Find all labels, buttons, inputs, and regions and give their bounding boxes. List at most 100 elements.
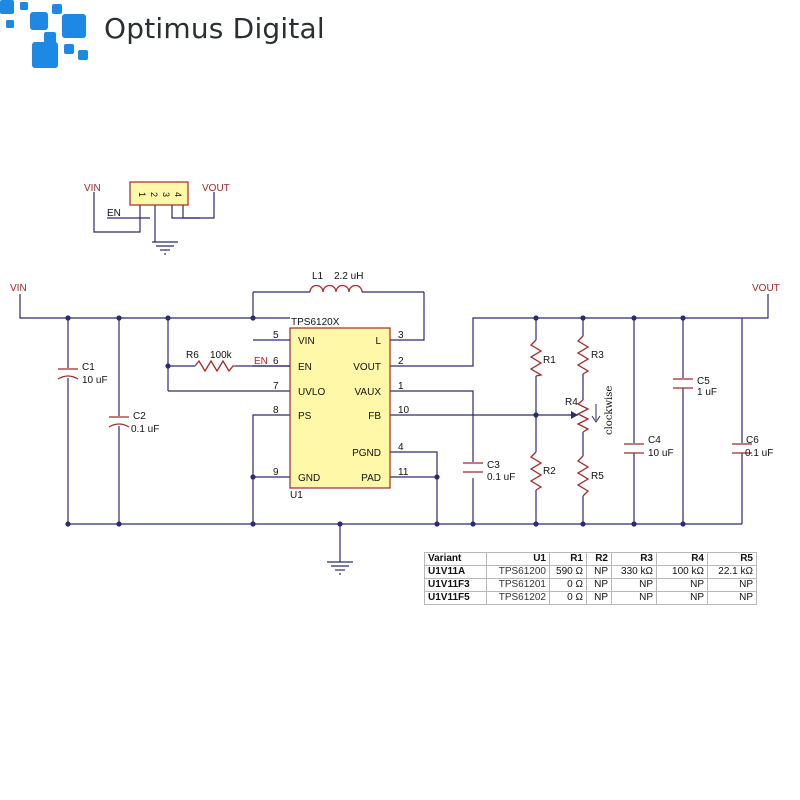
r5-ref: R5 (591, 471, 604, 482)
table-cell: 0 Ω (549, 591, 587, 605)
table-header: R5 (707, 552, 757, 566)
connector-pin-3: 3 (161, 192, 171, 197)
resistor-r4-symbol (576, 399, 590, 433)
capacitor-c6-symbol (732, 443, 752, 454)
brand-name: Optimus Digital (104, 12, 325, 45)
table-header: R1 (549, 552, 587, 566)
c2-value: 0.1 uF (131, 424, 159, 435)
ic-name-label: TPS6120X (291, 317, 340, 328)
table-row: U1V11A TPS61200 590 Ω NP 330 kΩ 100 kΩ 2… (424, 565, 757, 579)
ic-pin-4-name: PGND (352, 448, 381, 459)
table-cell: 330 kΩ (611, 565, 657, 579)
table-row: U1V11F5 TPS61202 0 Ω NP NP NP NP (424, 591, 757, 605)
ic-pin-11-name: PAD (361, 473, 381, 484)
table-cell: U1V11F3 (424, 578, 487, 592)
c2-ref: C2 (133, 411, 146, 422)
connector-vout-label: VOUT (202, 183, 230, 194)
ground-icon (152, 241, 353, 575)
ic-pin-8-name: PS (298, 411, 312, 422)
table-cell: NP (586, 591, 612, 605)
ic-pin-1-name: VAUX (355, 387, 382, 398)
ic-pin-2-num: 2 (398, 356, 404, 367)
capacitor-c3-symbol (463, 462, 483, 473)
c5-ref: C5 (697, 376, 710, 387)
c1-ref: C1 (82, 362, 95, 373)
capacitor-c4-symbol (624, 443, 644, 454)
ic-u1-body (289, 327, 391, 489)
capacitor-c1-symbol (57, 368, 79, 380)
r2-ref: R2 (543, 466, 556, 477)
ic-pin-8-num: 8 (273, 405, 279, 416)
ic-pin-6-num: 6 (273, 356, 279, 367)
clockwise-arrow-icon (591, 404, 601, 423)
table-cell: NP (586, 578, 612, 592)
table-cell: NP (656, 591, 708, 605)
r3-ref: R3 (591, 350, 604, 361)
ic-pin-2-name: VOUT (353, 362, 381, 373)
connector-pin-1: 1 (137, 192, 147, 197)
table-cell: NP (707, 591, 757, 605)
table-cell: TPS61200 (486, 565, 550, 579)
inductor-l1-symbol (309, 284, 363, 293)
table-row: U1V11F3 TPS61201 0 Ω NP NP NP NP (424, 578, 757, 592)
table-cell: TPS61201 (486, 578, 550, 592)
resistor-r2-symbol (529, 451, 543, 491)
variant-table: Variant U1 R1 R2 R3 R4 R5 U1V11A TPS6120… (424, 552, 757, 605)
c4-ref: C4 (648, 435, 661, 446)
table-header: R2 (586, 552, 612, 566)
ic-pin-10-name: FB (368, 411, 381, 422)
net-vout-label: VOUT (752, 283, 780, 294)
ic-pin-7-num: 7 (273, 381, 279, 392)
connector-en-label: EN (107, 208, 121, 219)
r6-value: 100k (210, 350, 233, 361)
net-en-label: EN (254, 356, 268, 367)
table-cell: NP (656, 578, 708, 592)
components (57, 284, 752, 497)
resistor-r6-symbol (194, 359, 236, 373)
ic-pin-4-num: 4 (398, 442, 404, 453)
ic-pin-11-num: 11 (398, 467, 409, 478)
table-cell: U1V11F5 (424, 591, 487, 605)
schematic-labels: VIN VOUT EN 1 2 3 4 VIN VOUT EN TPS6120X… (10, 183, 780, 501)
table-cell: TPS61202 (486, 591, 550, 605)
net-vin-label: VIN (10, 283, 27, 294)
r4-ref: R4 (565, 397, 578, 408)
c3-ref: C3 (487, 460, 500, 471)
table-cell: 22.1 kΩ (707, 565, 757, 579)
wires (19, 192, 769, 562)
table-cell: U1V11A (424, 565, 487, 579)
ic-pin-5-name: VIN (298, 336, 315, 347)
connector-pin-4: 4 (173, 192, 183, 197)
l1-ref: L1 (312, 271, 324, 282)
ic-ref-label: U1 (290, 490, 303, 501)
table-header: U1 (486, 552, 550, 566)
capacitor-c5-symbol (673, 378, 693, 389)
r4-note: clockwise (604, 386, 615, 435)
table-cell: NP (611, 591, 657, 605)
junction-dots (65, 315, 686, 527)
c6-ref: C6 (746, 435, 759, 446)
c6-value: 0.1 uF (745, 448, 773, 459)
table-cell: 0 Ω (549, 578, 587, 592)
capacitor-c2-symbol (108, 416, 130, 428)
ic-pin-7-name: UVLO (298, 387, 325, 398)
l1-value: 2.2 uH (334, 271, 363, 282)
table-header: R3 (611, 552, 657, 566)
c4-value: 10 uF (648, 448, 674, 459)
r4-wiper-arrow-icon (571, 411, 578, 419)
connector-pin-2: 2 (149, 192, 159, 197)
resistor-r5-symbol (576, 455, 590, 497)
table-header: Variant (424, 552, 487, 566)
c5-value: 1 uF (697, 387, 717, 398)
table-cell: NP (707, 578, 757, 592)
ic-pin-5-num: 5 (273, 330, 279, 341)
ic-pin-10-num: 10 (398, 405, 410, 416)
table-header: R4 (656, 552, 708, 566)
ic-pin-9-num: 9 (273, 467, 279, 478)
table-cell: NP (611, 578, 657, 592)
r6-ref: R6 (186, 350, 199, 361)
connector-header (129, 181, 189, 206)
ic-pin-6-name: EN (298, 362, 312, 373)
table-cell: 590 Ω (549, 565, 587, 579)
ic-pin-1-num: 1 (398, 381, 404, 392)
